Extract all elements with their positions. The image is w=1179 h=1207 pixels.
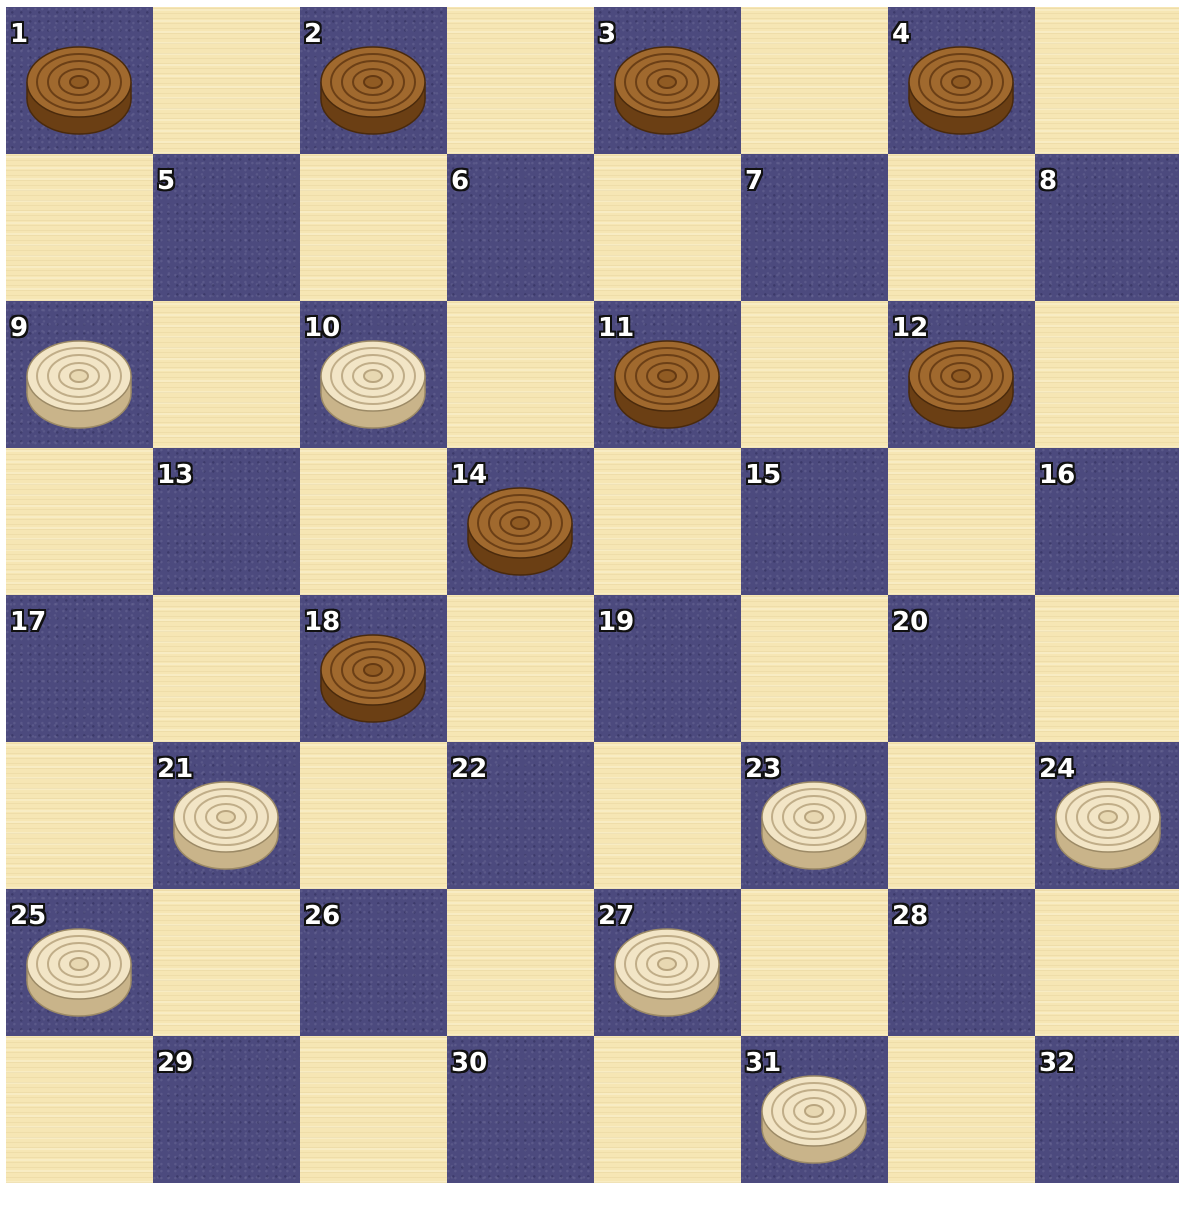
square-number-label: 13: [157, 462, 193, 488]
square-number-label: 29: [157, 1050, 193, 1076]
light-square: [594, 1036, 741, 1183]
light-square: [447, 7, 594, 154]
square-number-label: 19: [598, 609, 634, 635]
square-number-label: 15: [745, 462, 781, 488]
brown-checker-piece[interactable]: [614, 44, 720, 136]
square-7[interactable]: 7: [741, 154, 888, 301]
square-1[interactable]: 1: [6, 7, 153, 154]
light-square: [594, 742, 741, 889]
square-19[interactable]: 19: [594, 595, 741, 742]
square-15[interactable]: 15: [741, 448, 888, 595]
light-square: [447, 889, 594, 1036]
light-square: [741, 889, 888, 1036]
light-square: [6, 448, 153, 595]
square-number-label: 16: [1039, 462, 1075, 488]
light-square: [447, 595, 594, 742]
brown-checker-piece[interactable]: [908, 44, 1014, 136]
square-number-label: 20: [892, 609, 928, 635]
square-21[interactable]: 21: [153, 742, 300, 889]
square-32[interactable]: 32: [1035, 1036, 1179, 1183]
square-3[interactable]: 3: [594, 7, 741, 154]
cream-checker-piece[interactable]: [173, 779, 279, 871]
square-12[interactable]: 12: [888, 301, 1035, 448]
cream-checker-piece[interactable]: [761, 1073, 867, 1165]
light-square: [300, 448, 447, 595]
light-square: [1035, 889, 1179, 1036]
light-square: [300, 154, 447, 301]
square-number-label: 17: [10, 609, 46, 635]
light-square: [300, 1036, 447, 1183]
square-5[interactable]: 5: [153, 154, 300, 301]
square-23[interactable]: 23: [741, 742, 888, 889]
light-square: [1035, 595, 1179, 742]
square-27[interactable]: 27: [594, 889, 741, 1036]
square-6[interactable]: 6: [447, 154, 594, 301]
square-13[interactable]: 13: [153, 448, 300, 595]
light-square: [1035, 301, 1179, 448]
footer-strip: [0, 1183, 1179, 1207]
cream-checker-piece[interactable]: [761, 779, 867, 871]
light-square: [888, 448, 1035, 595]
square-26[interactable]: 26: [300, 889, 447, 1036]
square-number-label: 22: [451, 756, 487, 782]
square-number-label: 28: [892, 903, 928, 929]
brown-checker-piece[interactable]: [908, 338, 1014, 430]
light-square: [888, 154, 1035, 301]
square-20[interactable]: 20: [888, 595, 1035, 742]
brown-checker-piece[interactable]: [614, 338, 720, 430]
light-square: [741, 595, 888, 742]
square-number-label: 7: [745, 168, 763, 194]
square-number-label: 26: [304, 903, 340, 929]
square-11[interactable]: 11: [594, 301, 741, 448]
brown-checker-piece[interactable]: [467, 485, 573, 577]
square-number-label: 30: [451, 1050, 487, 1076]
light-square: [741, 301, 888, 448]
cream-checker-piece[interactable]: [1055, 779, 1161, 871]
light-square: [888, 1036, 1035, 1183]
square-25[interactable]: 25: [6, 889, 153, 1036]
cream-checker-piece[interactable]: [614, 926, 720, 1018]
light-square: [447, 301, 594, 448]
square-22[interactable]: 22: [447, 742, 594, 889]
light-square: [888, 742, 1035, 889]
light-square: [741, 7, 888, 154]
square-2[interactable]: 2: [300, 7, 447, 154]
cream-checker-piece[interactable]: [26, 338, 132, 430]
square-10[interactable]: 10: [300, 301, 447, 448]
square-30[interactable]: 30: [447, 1036, 594, 1183]
square-8[interactable]: 8: [1035, 154, 1179, 301]
light-square: [594, 448, 741, 595]
light-square: [153, 301, 300, 448]
square-4[interactable]: 4: [888, 7, 1035, 154]
cream-checker-piece[interactable]: [26, 926, 132, 1018]
light-square: [153, 889, 300, 1036]
square-number-label: 8: [1039, 168, 1057, 194]
square-number-label: 32: [1039, 1050, 1075, 1076]
light-square: [6, 1036, 153, 1183]
square-9[interactable]: 9: [6, 301, 153, 448]
light-square: [300, 742, 447, 889]
light-square: [6, 154, 153, 301]
square-29[interactable]: 29: [153, 1036, 300, 1183]
square-17[interactable]: 17: [6, 595, 153, 742]
square-31[interactable]: 31: [741, 1036, 888, 1183]
light-square: [153, 7, 300, 154]
square-16[interactable]: 16: [1035, 448, 1179, 595]
brown-checker-piece[interactable]: [26, 44, 132, 136]
light-square: [6, 742, 153, 889]
square-number-label: 6: [451, 168, 469, 194]
square-14[interactable]: 14: [447, 448, 594, 595]
light-square: [1035, 7, 1179, 154]
brown-checker-piece[interactable]: [320, 632, 426, 724]
brown-checker-piece[interactable]: [320, 44, 426, 136]
square-24[interactable]: 24: [1035, 742, 1179, 889]
square-28[interactable]: 28: [888, 889, 1035, 1036]
square-18[interactable]: 18: [300, 595, 447, 742]
light-square: [153, 595, 300, 742]
cream-checker-piece[interactable]: [320, 338, 426, 430]
light-square: [594, 154, 741, 301]
square-number-label: 5: [157, 168, 175, 194]
